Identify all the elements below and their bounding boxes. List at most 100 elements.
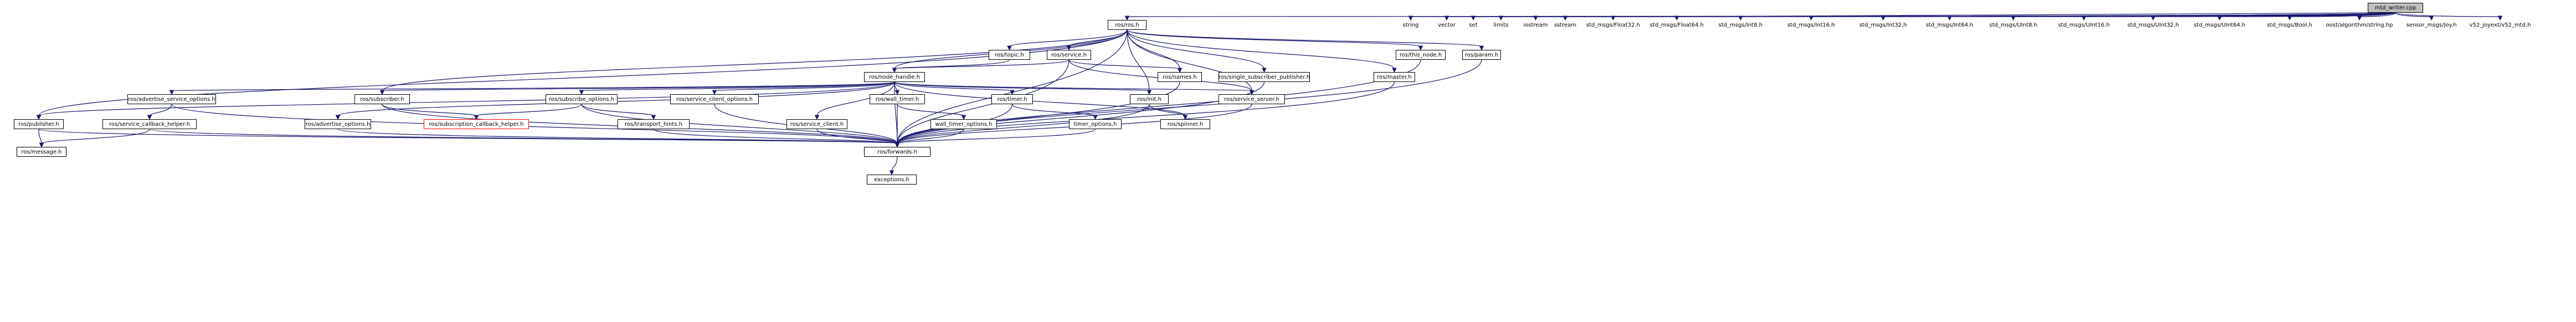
dependency-arrowhead xyxy=(36,115,42,120)
node-ros-param[interactable]: ros/param.h xyxy=(1462,50,1501,60)
dependency-arrowhead xyxy=(1611,16,1616,21)
dependency-edge xyxy=(897,129,964,144)
dependency-edge xyxy=(2395,12,2501,17)
node-sstream: sstream xyxy=(1554,22,1577,28)
dependency-arrowhead xyxy=(2497,16,2503,21)
dependency-edge xyxy=(894,81,1150,91)
node-v52-joyext-mtd: v52_joyext/v52_mtd.h xyxy=(2469,22,2531,28)
node-std-msgs-int32: std_msgs/Int32.h xyxy=(1859,22,1907,28)
node-ros-service-client[interactable]: ros/service_client.h xyxy=(786,119,847,129)
node-ros-wall-timer[interactable]: ros/wall_timer.h xyxy=(870,94,925,104)
dependency-edge xyxy=(2395,12,2432,17)
node-ros-ros[interactable]: ros/ros.h xyxy=(1108,20,1146,30)
node-std-msgs-float32: std_msgs/Float32.h xyxy=(1586,22,1641,28)
dependency-edge xyxy=(894,29,1128,69)
dependency-arrowhead xyxy=(147,115,152,120)
dependency-arrowhead xyxy=(1880,16,1886,21)
dependency-arrowhead xyxy=(814,115,820,120)
node-ros-names[interactable]: ros/names.h xyxy=(1158,72,1202,82)
node-ros-spinner[interactable]: ros/spinner.h xyxy=(1160,119,1210,129)
dependency-arrowhead xyxy=(2287,16,2292,21)
dependency-edge xyxy=(382,29,1128,91)
node-std-msgs-uint64: std_msgs/UInt64.h xyxy=(2193,22,2246,28)
dependency-arrowhead xyxy=(889,170,894,176)
dependency-arrowhead xyxy=(2429,16,2434,21)
node-ros-service-callback-helper[interactable]: ros/service_callback_helper.h xyxy=(102,119,197,129)
node-ros-master[interactable]: ros/master.h xyxy=(1374,72,1415,82)
dependency-edge xyxy=(653,129,898,144)
dependency-arrowhead xyxy=(892,68,897,73)
dependency-arrowhead xyxy=(2011,16,2016,21)
dependency-arrowhead xyxy=(335,115,341,120)
node-ros-subscribe-options[interactable]: ros/subscribe_options.h xyxy=(546,94,618,104)
node-ros-advertise-options[interactable]: ros/advertise_options.h xyxy=(305,119,371,129)
dependency-edge xyxy=(897,129,1096,144)
dependency-edge xyxy=(1127,29,1150,91)
dependency-edge xyxy=(38,81,895,116)
node-ros-this-node[interactable]: ros/this_node.h xyxy=(1396,50,1446,60)
dependency-edge xyxy=(816,81,895,116)
dependency-edge xyxy=(171,81,895,91)
dependency-edge xyxy=(581,81,895,91)
node-ros-timer[interactable]: ros/timer.h xyxy=(991,94,1033,104)
node-mtd-writer: mtd_writer.cpp xyxy=(2368,3,2423,13)
node-ros-service-client-options[interactable]: ros/service_client_options.h xyxy=(670,94,759,104)
node-std-msgs-uint16: std_msgs/UInt16.h xyxy=(2058,22,2110,28)
dependency-edge xyxy=(1068,59,1180,69)
node-ros-service[interactable]: ros/service.h xyxy=(1047,50,1091,60)
node-ros-single-subscriber-publisher[interactable]: ros/single_subscriber_publisher.h xyxy=(1218,72,1310,82)
node-iostream: iostream xyxy=(1523,22,1548,28)
dependency-edge xyxy=(337,129,898,144)
dependency-arrowhead xyxy=(1262,68,1267,73)
dependency-edge xyxy=(382,104,477,116)
node-limits: limits xyxy=(1493,22,1509,28)
node-std-msgs-bool: std_msgs/Bool.h xyxy=(2267,22,2312,28)
node-ros-publisher[interactable]: ros/publisher.h xyxy=(14,119,64,129)
dependency-edge xyxy=(2219,12,2396,17)
dependency-arrowhead xyxy=(2151,16,2156,21)
dependency-edge xyxy=(38,129,42,144)
dependency-edge xyxy=(894,81,1252,91)
dependency-arrowhead xyxy=(579,90,584,95)
dependency-edge xyxy=(2289,12,2396,17)
node-ros-forwards[interactable]: ros/forwards.h xyxy=(864,147,930,157)
dependency-arrowhead xyxy=(1533,16,1538,21)
node-exceptions[interactable]: exceptions.h xyxy=(867,175,917,185)
node-std-msgs-int8: std_msgs/Int8.h xyxy=(1718,22,1763,28)
dependency-edge xyxy=(1009,29,1128,47)
node-ros-message[interactable]: ros/message.h xyxy=(17,147,66,157)
dependency-arrowhead xyxy=(1674,16,1679,21)
dependency-arrowhead xyxy=(379,90,385,95)
node-std-msgs-int16: std_msgs/Int16.h xyxy=(1787,22,1835,28)
node-ros-subscription-callback-helper: ros/subscription_callback_helper.h xyxy=(424,119,529,129)
dependency-edge xyxy=(891,156,898,172)
node-ros-topic[interactable]: ros/topic.h xyxy=(989,50,1030,60)
dependency-arrowhead xyxy=(1146,90,1152,95)
dependency-edge xyxy=(897,104,1150,144)
node-ros-init[interactable]: ros/init.h xyxy=(1130,94,1169,104)
dependency-arrowhead xyxy=(894,90,900,95)
dependency-arrowhead xyxy=(39,142,44,148)
node-ros-node-handle[interactable]: ros/node_handle.h xyxy=(864,72,925,82)
dependency-edge xyxy=(897,59,1070,144)
dependency-edge xyxy=(1011,104,1096,116)
dependency-arrowhead xyxy=(651,115,656,120)
node-ros-service-server[interactable]: ros/service_server.h xyxy=(1218,94,1285,104)
dependency-edge xyxy=(149,104,172,116)
dependency-edge xyxy=(816,129,898,144)
dependency-edge xyxy=(897,81,1395,144)
node-set: set xyxy=(1469,22,1478,28)
dependency-edge xyxy=(1127,29,1421,47)
node-wall-timer-options[interactable]: wall_timer_options.h xyxy=(930,119,997,129)
node-ros-advertise-service-options[interactable]: ros/advertise_service_options.h xyxy=(127,94,216,104)
node-ros-subscriber[interactable]: ros/subscriber.h xyxy=(354,94,410,104)
node-std-msgs-uint32: std_msgs/UInt32.h xyxy=(2127,22,2179,28)
node-ros-transport-hints[interactable]: ros/transport_hints.h xyxy=(618,119,690,129)
dependency-edge xyxy=(581,104,654,116)
dependency-edge xyxy=(38,29,1128,116)
node-timer-options[interactable]: timer_options.h xyxy=(1069,119,1122,129)
dependency-arrowhead xyxy=(1444,16,1449,21)
dependency-arrowhead xyxy=(961,115,966,120)
dependency-arrowhead xyxy=(1408,16,1413,21)
